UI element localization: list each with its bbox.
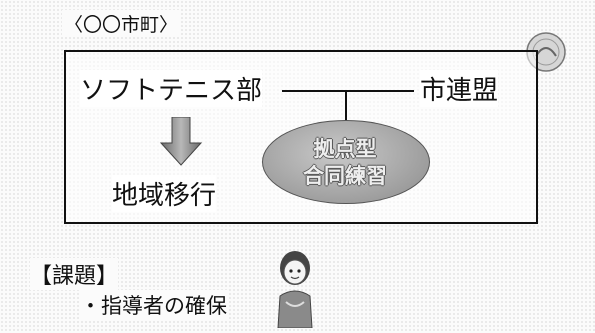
issue-item: ・指導者の確保 [80, 290, 227, 320]
joint-practice-label: 拠点型 合同練習 [262, 136, 428, 190]
federation-label: 市連盟 [420, 70, 499, 107]
transition-label: 地域移行 [112, 175, 217, 212]
club-label: ソフトテニス部 [80, 70, 263, 107]
connector-stem [345, 91, 347, 121]
joint-practice-line-2: 合同練習 [303, 164, 387, 188]
down-arrow-icon [159, 117, 203, 166]
caption: 〈〇〇市町〉 [62, 10, 181, 37]
joint-practice-ellipse [262, 120, 430, 204]
connector-line [282, 90, 414, 92]
joint-practice-line-1: 拠点型 [313, 137, 377, 161]
person-icon [277, 251, 313, 328]
issues-heading: 【課題】 [30, 258, 119, 290]
